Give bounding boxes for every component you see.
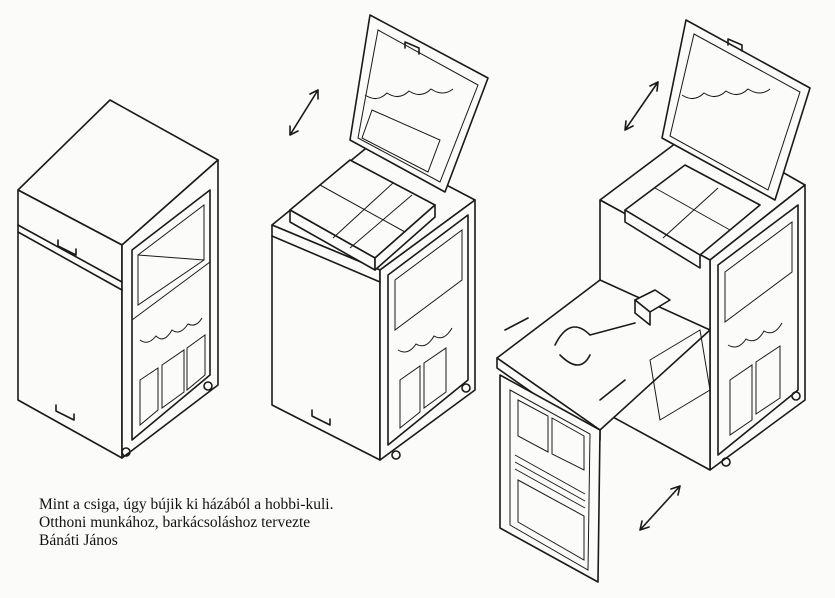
caption-line-2: Otthoni munkához, barkácsoláshoz tervezt… — [39, 514, 311, 531]
caption-author: Bánáti János — [39, 532, 118, 549]
closed-cabinet-drawing — [17, 99, 219, 459]
lid-open-cabinet-drawing — [271, 14, 489, 461]
caption-line-1: Mint a csiga, úgy bújik ki házából a hob… — [39, 496, 334, 513]
caption: Mint a csiga, úgy bújik ki házából a hob… — [39, 496, 333, 550]
opened-cabinet-drawing — [496, 19, 811, 583]
